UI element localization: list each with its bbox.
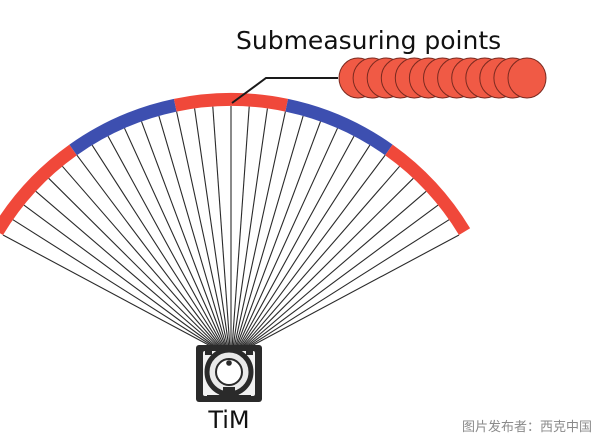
submeasuring-points-stack bbox=[338, 57, 547, 99]
laser-beam bbox=[241, 204, 439, 351]
laser-beam bbox=[233, 111, 286, 351]
laser-beam bbox=[237, 144, 371, 351]
laser-beam bbox=[212, 106, 231, 351]
laser-beam bbox=[23, 204, 221, 351]
laser-beam bbox=[61, 165, 223, 351]
laser-beam bbox=[123, 127, 227, 351]
laser-beam bbox=[234, 121, 322, 351]
callout-leader-line bbox=[231, 77, 338, 104]
laser-beam bbox=[236, 135, 355, 351]
tim-scanner-icon bbox=[196, 345, 262, 402]
laser-beam bbox=[2, 234, 219, 351]
laser-beam-fan bbox=[2, 106, 460, 351]
laser-beam bbox=[238, 154, 386, 351]
device-label: TiM bbox=[207, 406, 249, 434]
laser-beam bbox=[232, 108, 268, 351]
laser-beam bbox=[76, 154, 224, 351]
laser-beam bbox=[241, 190, 427, 351]
laser-beam bbox=[91, 144, 225, 351]
scan-arc-segment-blue bbox=[69, 98, 177, 156]
laser-beam bbox=[158, 115, 229, 351]
laser-beam bbox=[233, 115, 304, 351]
scan-arc-segment-blue bbox=[285, 98, 393, 156]
laser-beam bbox=[235, 127, 339, 351]
laser-beam bbox=[176, 111, 229, 351]
laser-beam bbox=[12, 219, 220, 351]
laser-beam bbox=[48, 177, 222, 351]
callout-title: Submeasuring points bbox=[236, 26, 501, 55]
laser-beam bbox=[107, 135, 226, 351]
scan-arc-segment-red bbox=[385, 144, 471, 235]
laser-beam bbox=[239, 165, 401, 351]
submeasuring-point bbox=[507, 57, 547, 99]
laser-beam bbox=[242, 219, 450, 351]
laser-beam bbox=[240, 177, 414, 351]
laser-beam bbox=[194, 108, 230, 351]
laser-beam bbox=[140, 121, 228, 351]
laser-beam bbox=[231, 106, 250, 351]
image-credit: 图片发布者：西克中国 bbox=[462, 419, 592, 435]
laser-beam bbox=[243, 234, 460, 351]
scan-arc-segment-red bbox=[173, 92, 289, 112]
scan-arc-segment-red bbox=[0, 144, 77, 235]
scan-arc bbox=[0, 92, 471, 235]
laser-beam bbox=[35, 190, 221, 351]
